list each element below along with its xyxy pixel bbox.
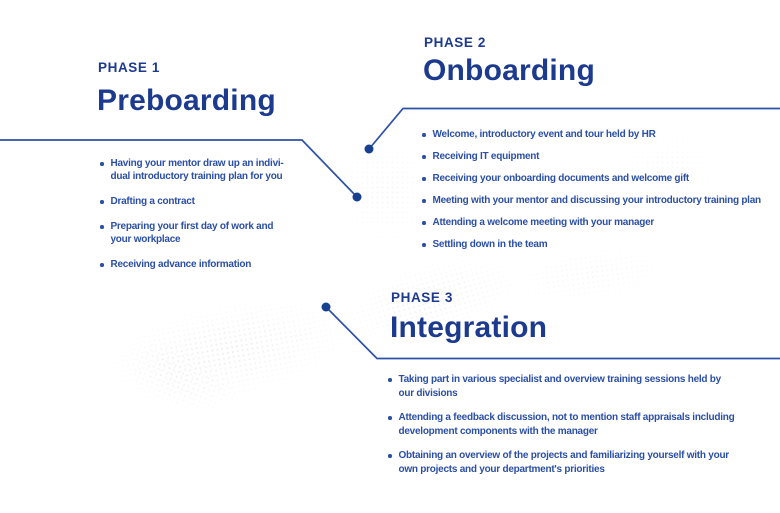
bullet-dot-icon — [388, 378, 392, 382]
bullet-dot-icon — [100, 225, 104, 229]
phase-3-connector-dot — [321, 302, 331, 312]
phase-1-item-list: Having your mentor draw up an indivi- du… — [100, 157, 310, 283]
phase-3-title: Integration — [390, 311, 548, 344]
phase-3-item-list: Taking part in various specialist and ov… — [388, 373, 768, 487]
phase-1-label: PHASE 1 — [98, 60, 160, 75]
bullet-item: Receiving your onboarding documents and … — [422, 172, 780, 185]
bullet-item: Taking part in various specialist and ov… — [388, 373, 768, 401]
phase-2-title: Onboarding — [423, 54, 595, 87]
bullet-dot-icon — [100, 200, 104, 204]
bullet-text: Attending a feedback discussion, not to … — [398, 412, 735, 437]
bullet-text: Receiving advance information — [110, 259, 252, 270]
bullet-text: Taking part in various specialist and ov… — [398, 374, 722, 399]
bullet-dot-icon — [388, 454, 392, 458]
bullet-text: Having your mentor draw up an indivi- du… — [110, 158, 284, 182]
phase-2-connector-line — [368, 107, 780, 150]
bullet-text: Receiving your onboarding documents and … — [432, 173, 690, 184]
bullet-text: Preparing your first day of work and you… — [110, 221, 274, 245]
watermark-swirl-blob — [320, 115, 450, 265]
bullet-dot-icon — [422, 155, 426, 159]
bullet-item: Meeting with your mentor and discussing … — [422, 194, 780, 207]
phase-2-connector-dot — [364, 144, 374, 154]
phase-2-item-list: Welcome, introductory event and tour hel… — [422, 128, 780, 260]
phase-3-label: PHASE 3 — [391, 290, 453, 305]
bullet-text: Settling down in the team — [432, 239, 548, 250]
phase-3-connector-line — [325, 306, 780, 360]
bullet-item: Attending a feedback discussion, not to … — [388, 411, 768, 439]
bullet-item: Welcome, introductory event and tour hel… — [422, 128, 780, 141]
bullet-item: Attending a welcome meeting with your ma… — [422, 216, 780, 229]
phase-1-connector-line — [0, 139, 358, 198]
bullet-dot-icon — [422, 177, 426, 181]
bullet-item: Settling down in the team — [422, 238, 780, 251]
bullet-dot-icon — [422, 221, 426, 225]
bullet-dot-icon — [100, 162, 104, 166]
bullet-text: Attending a welcome meeting with your ma… — [432, 217, 655, 228]
bullet-dot-icon — [100, 263, 104, 267]
bullet-text: Drafting a contract — [110, 196, 195, 207]
bullet-item: Receiving advance information — [100, 258, 310, 271]
bullet-text: Welcome, introductory event and tour hel… — [432, 129, 656, 140]
bullet-dot-icon — [422, 133, 426, 137]
bullet-item: Drafting a contract — [100, 195, 310, 208]
phase-1-connector-dot — [352, 192, 362, 202]
bullet-dot-icon — [422, 199, 426, 203]
bullet-item: Receiving IT equipment — [422, 150, 780, 163]
bullet-item: Preparing your first day of work and you… — [100, 220, 310, 246]
bullet-text: Receiving IT equipment — [432, 151, 540, 162]
bullet-text: Meeting with your mentor and discussing … — [432, 195, 762, 206]
phase-2-label: PHASE 2 — [424, 35, 486, 50]
bullet-item: Obtaining an overview of the projects an… — [388, 449, 768, 477]
phase-1-title: Preboarding — [97, 84, 276, 117]
bullet-dot-icon — [422, 243, 426, 247]
watermark-swirl-blob — [600, 110, 740, 230]
bullet-item: Having your mentor draw up an indivi- du… — [100, 157, 310, 183]
bullet-text: Obtaining an overview of the projects an… — [398, 450, 730, 475]
bullet-dot-icon — [388, 416, 392, 420]
